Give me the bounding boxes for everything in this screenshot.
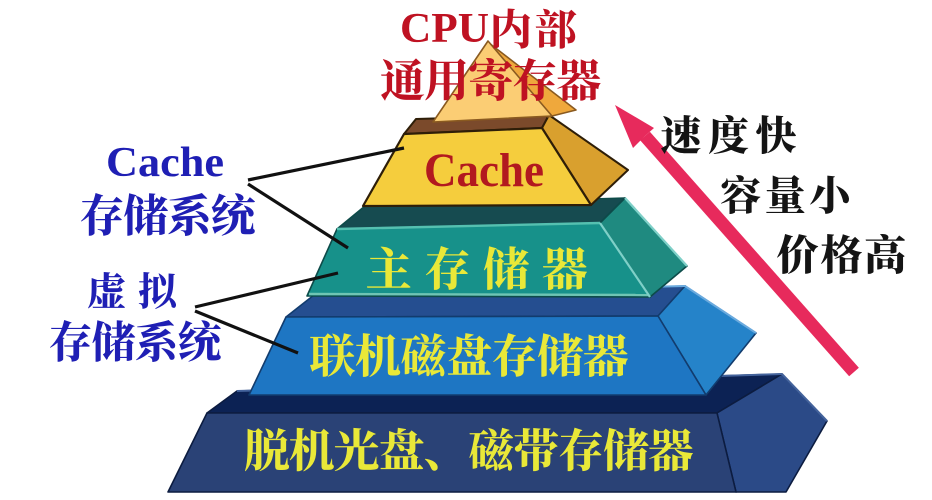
svg-text:Cache: Cache <box>106 140 224 186</box>
svg-text:CPU: CPU <box>400 6 489 52</box>
svg-text:Cache: Cache <box>424 144 544 197</box>
